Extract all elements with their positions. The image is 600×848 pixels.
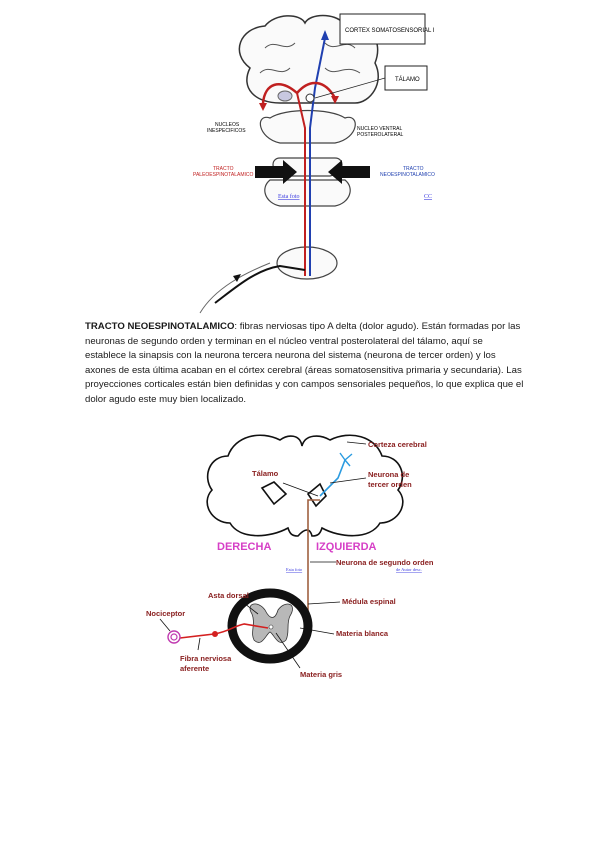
neo-pathway <box>309 37 326 276</box>
afferent-fiber <box>214 264 306 304</box>
tracto-neo-label-2: NEOESPINOTALAMICO <box>380 172 435 178</box>
photo-link-bottom[interactable]: Esta foto <box>286 567 303 572</box>
tracto-paleo-label-1: TRACTO <box>213 166 234 172</box>
asta-label: Asta dorsal <box>208 591 249 600</box>
corteza-label: Corteza cerebral <box>368 440 427 449</box>
midbrain-section <box>259 109 356 144</box>
paleo-pathway <box>296 92 306 276</box>
nucleo-ventral-label-1: NUCLEO VENTRAL <box>357 126 403 132</box>
spinothalamic-diagram: CORTEX SOMATOSENSORIAL I TÁLAMO NUCLEOS … <box>193 13 435 314</box>
paragraph-text: : fibras nerviosas tipo A delta (dolor a… <box>85 321 524 405</box>
materia-blanca-label: Materia blanca <box>336 629 389 638</box>
nucleos-label-1: NUCLEOS <box>215 122 240 128</box>
fibra-label-2: aferente <box>180 664 209 673</box>
medula-label: Médula espinal <box>342 597 396 606</box>
photo-link[interactable]: Esta foto <box>278 193 300 200</box>
arrow-left <box>328 160 370 184</box>
nociceptor-icon <box>167 630 181 644</box>
talamo-label-bottom: Tálamo <box>252 469 279 478</box>
left-ventricle <box>260 481 288 506</box>
materia-gris-label: Materia gris <box>300 670 342 679</box>
cortex-label-box <box>339 13 426 45</box>
author-link[interactable]: de Autor desc. <box>396 567 422 572</box>
izquierda-label: IZQUIERDA <box>316 541 377 553</box>
spinal-cord-section <box>276 246 338 280</box>
neurona2-label: Neurona de segundo orden <box>336 558 434 567</box>
neospinothalamic-diagram: Corteza cerebral Tálamo Neurona de terce… <box>146 434 434 679</box>
fibra-label-1: Fibra nerviosa <box>180 654 232 663</box>
nucleos-label-2: INESPECIFICOS <box>207 128 246 134</box>
tracto-paleo-label-2: PALEOESPINOTALAMICO <box>193 172 253 178</box>
cc-link[interactable]: CC <box>424 194 432 200</box>
gray-matter <box>249 603 293 643</box>
tracto-neo-label-1: TRACTO <box>403 166 424 172</box>
talamo-label-box <box>384 65 428 91</box>
medulla-section <box>264 179 351 207</box>
nociceptor-label: Nociceptor <box>146 609 185 618</box>
neurona3-label-1: Neurona de <box>368 470 409 479</box>
brain-coronal-outline <box>206 434 404 537</box>
description-paragraph: TRACTO NEOESPINOTALAMICO: fibras nervios… <box>85 320 525 408</box>
nucleo-ventral-label-2: POSTEROLATERAL <box>357 132 404 138</box>
derecha-label: DERECHA <box>217 541 271 553</box>
arrow-right <box>255 160 297 184</box>
paragraph-title: TRACTO NEOESPINOTALAMICO <box>85 321 235 332</box>
third-order-neuron <box>319 459 346 497</box>
talamo-label: TÁLAMO <box>395 76 420 83</box>
neurona3-label-2: tercer orden <box>368 480 412 489</box>
cortex-label: CORTEX SOMATOSENSORIAL I <box>345 28 435 34</box>
